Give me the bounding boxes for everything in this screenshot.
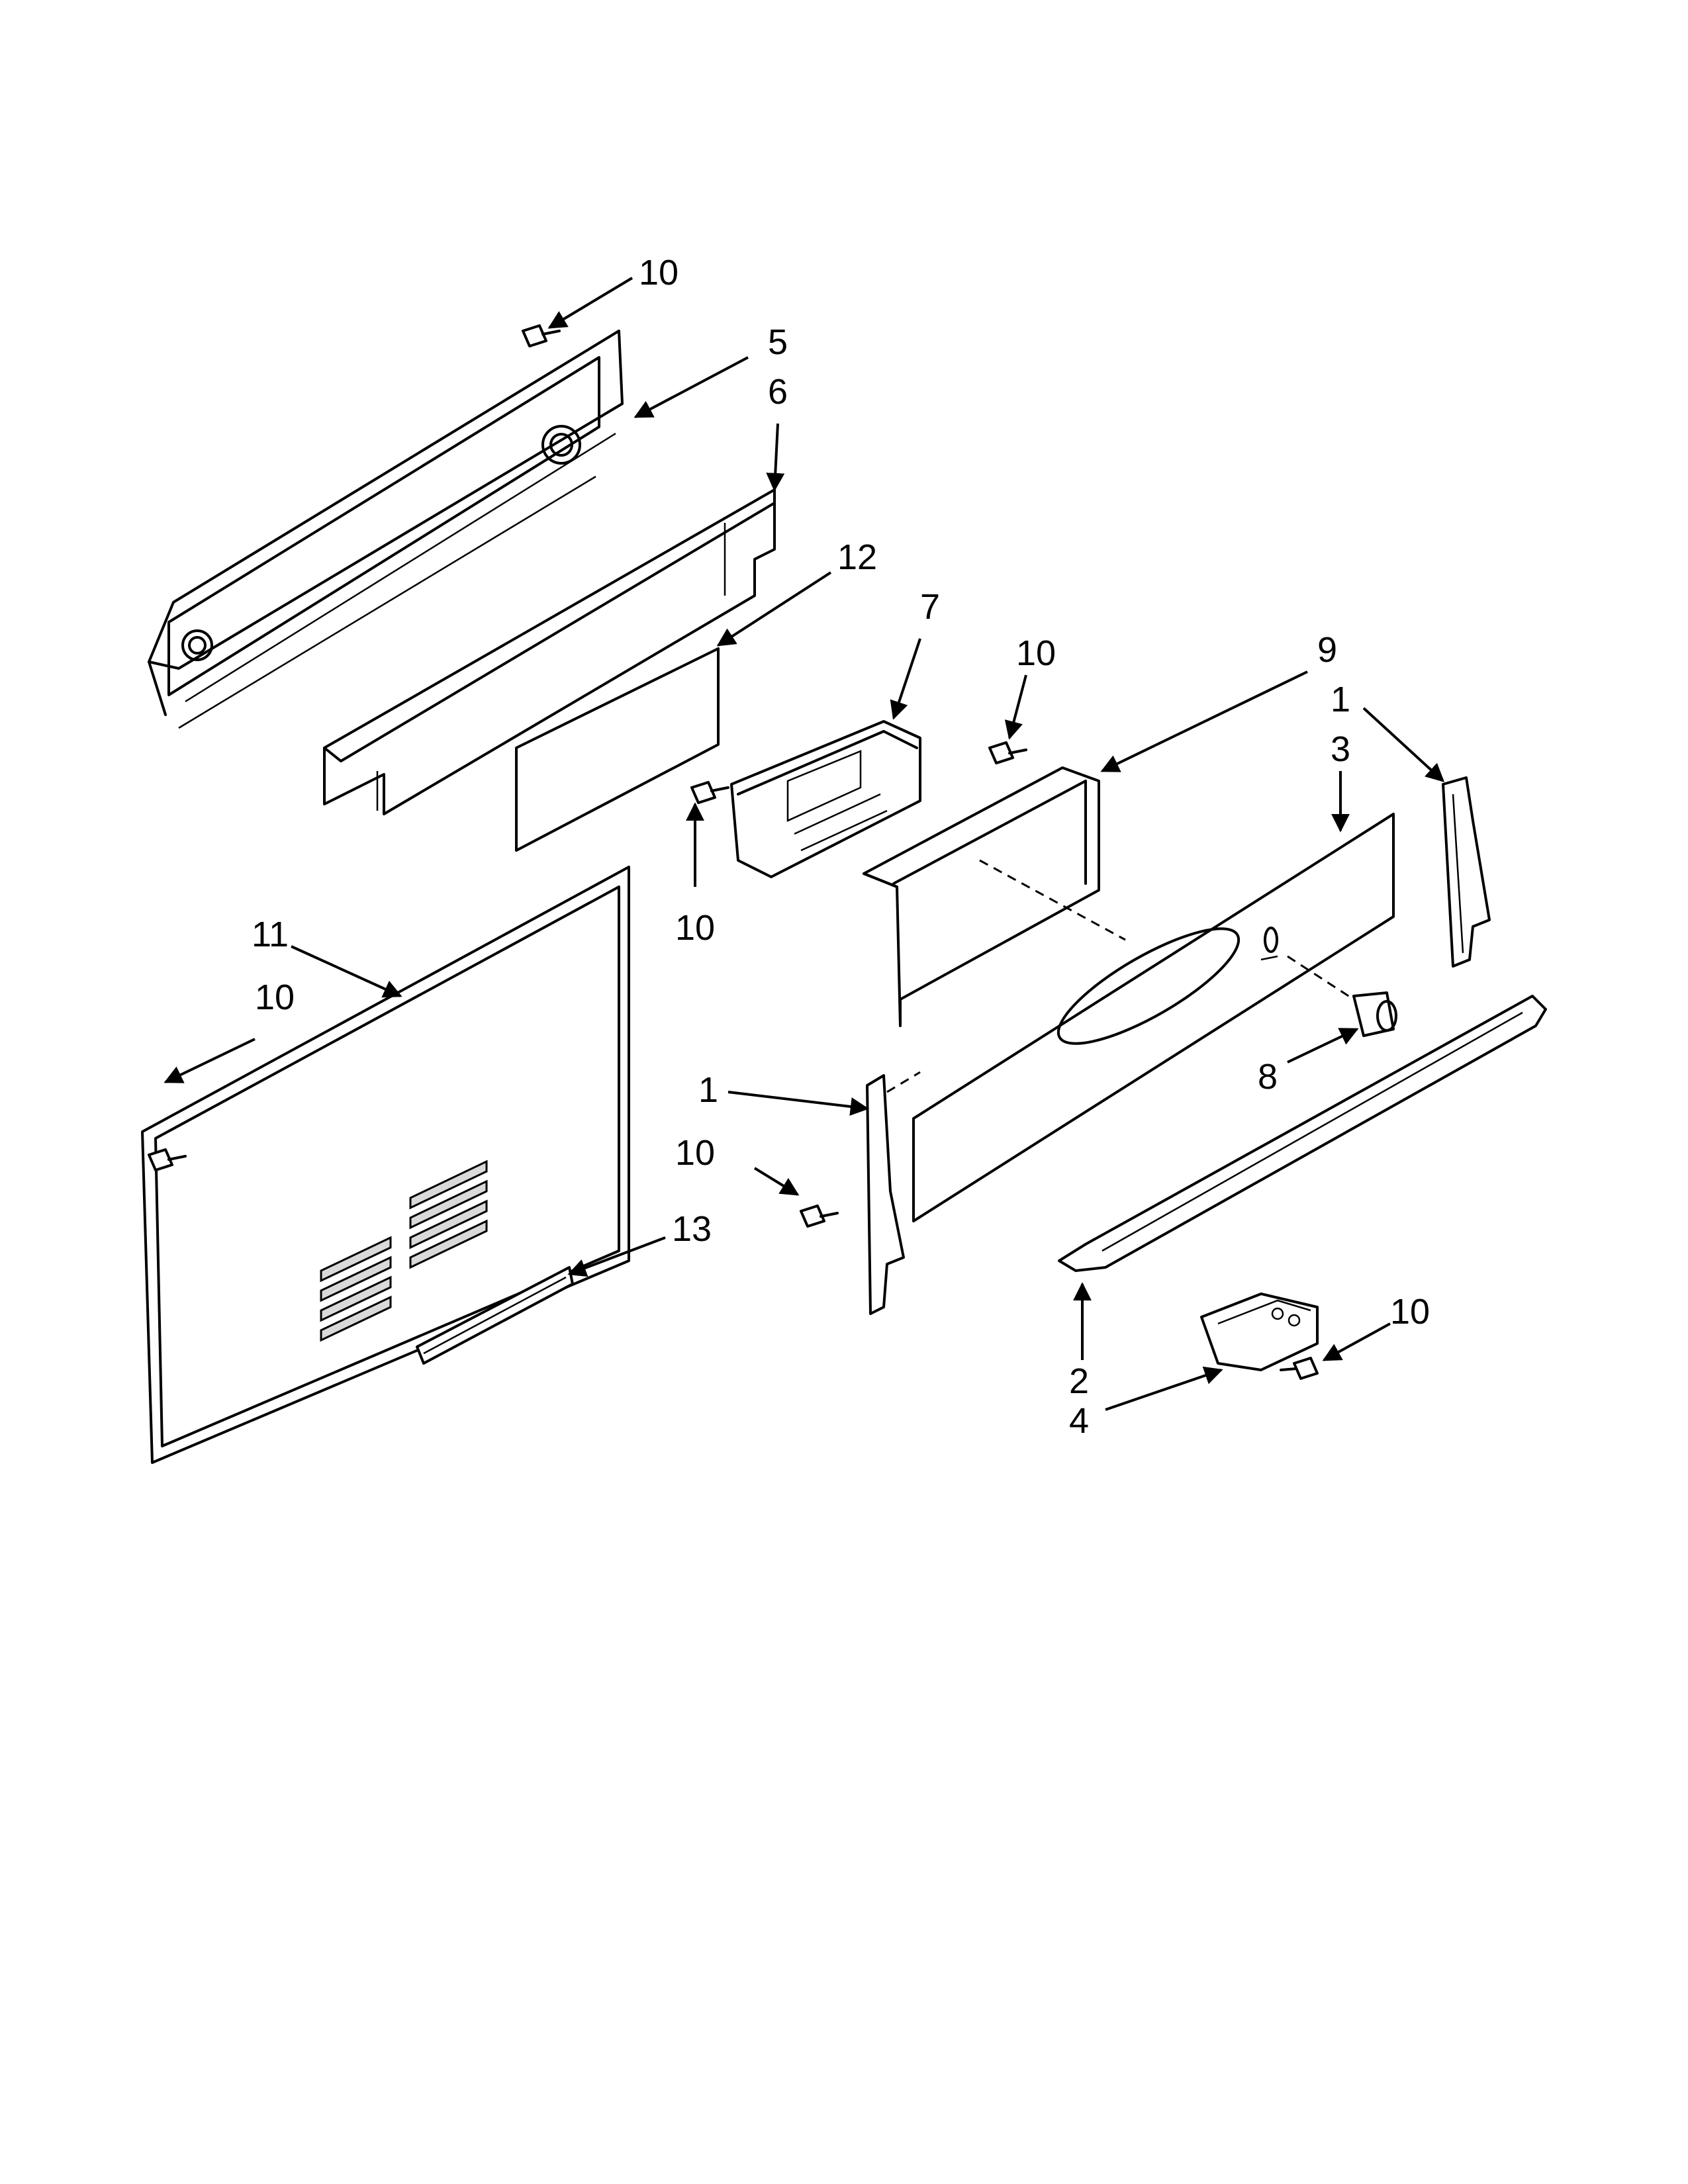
part-1-end-cap-left [866,1071,921,1315]
callout-5: 5 [768,322,788,362]
screw-icon [522,324,561,347]
screw-icons [148,324,1319,1380]
callout-13: 13 [672,1209,712,1249]
callout-12: 12 [837,537,877,577]
screw-icon [1280,1357,1319,1380]
callout-10-top: 10 [639,253,679,293]
screw-icon [148,1148,187,1171]
callout-7: 7 [920,587,940,627]
callout-10-mid: 10 [1016,633,1056,673]
part-6-trim-channel [323,488,776,815]
screw-icon [800,1205,839,1228]
callout-9: 9 [1317,630,1337,670]
part-4-terminal-block [1200,1293,1319,1371]
callout-1-left: 1 [698,1070,718,1110]
vent-slots [320,1160,488,1342]
callout-10-left-screw: 10 [675,908,715,948]
part-5-rear-panel [148,330,624,729]
callout-10-left: 10 [255,978,295,1017]
callout-10-lower: 10 [675,1133,715,1173]
callout-10-right: 10 [1390,1292,1430,1332]
callout-11: 11 [252,915,289,954]
callout-8: 8 [1258,1057,1278,1097]
callout-6: 6 [768,372,788,412]
part-13-bracket [416,1266,574,1365]
part-11-backguard [141,866,630,1464]
part-8-switch [1287,955,1397,1037]
screw-icon [988,741,1027,764]
callout-3: 3 [1331,729,1350,769]
callout-1-right: 1 [1331,680,1350,719]
callout-labels: 10 5 6 12 7 10 9 1 3 10 11 10 1 8 10 13 … [252,253,1430,1441]
part-2-end-trim [1058,995,1547,1272]
leader-lines [164,277,1445,1411]
callout-2: 2 [1069,1361,1089,1401]
part-1-end-cap-right [1442,776,1491,968]
part-12-insulation [515,647,720,852]
part-9-display-bracket [863,766,1126,1027]
callout-4: 4 [1069,1401,1089,1441]
screw-icon [690,781,729,804]
part-3-control-panel [912,813,1395,1222]
part-7-control-board [730,720,921,878]
